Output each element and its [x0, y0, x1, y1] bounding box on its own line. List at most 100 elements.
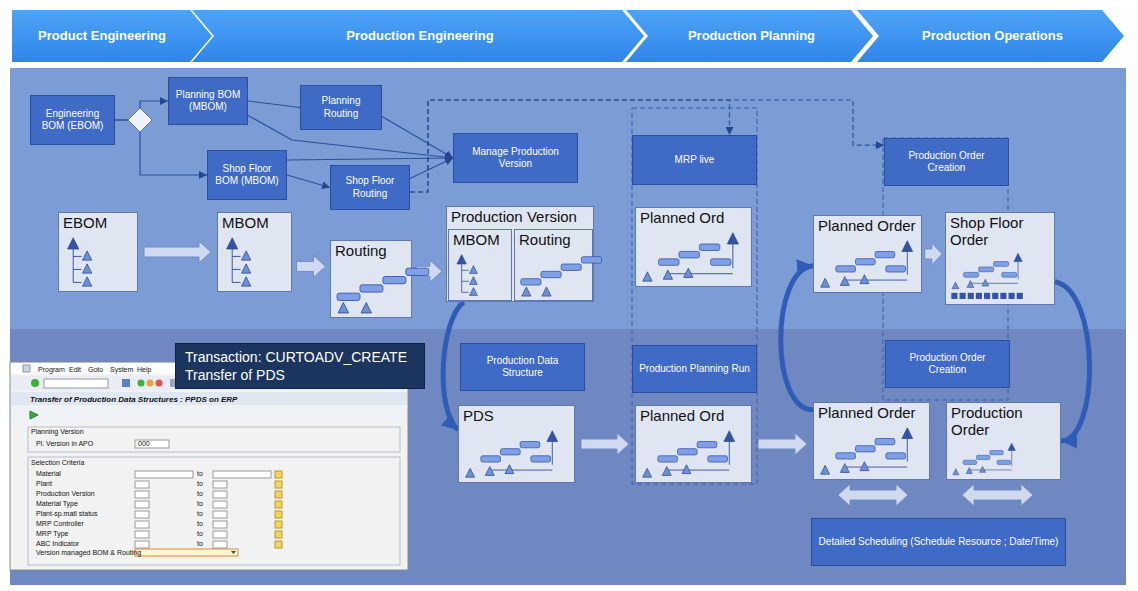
double-arrow [838, 484, 908, 506]
node-text: Detailed Scheduling (Schedule Resource ;… [819, 536, 1059, 549]
input-field [213, 471, 271, 478]
sap-screenshot [10, 362, 408, 570]
screen-label: to [197, 500, 203, 508]
node-text: Routing [519, 232, 588, 249]
structure-icon [519, 253, 603, 297]
object-box: MBOM [448, 229, 512, 301]
select-button [275, 481, 282, 488]
select-button [275, 531, 282, 538]
screen-label: ABC Indicator [36, 540, 79, 548]
node-text: Production Operations [922, 27, 1063, 45]
flow-arrow [758, 433, 807, 455]
select-button [275, 491, 282, 498]
structure-icon [463, 429, 563, 479]
process-box: Shop Floor BOM (MBOM) [207, 150, 287, 200]
flow-arrow [297, 255, 326, 277]
select-button [275, 541, 282, 548]
group-box [28, 427, 400, 452]
node-text: Planned Ord [640, 210, 747, 227]
screen-label: to [197, 510, 203, 518]
structure-icon [222, 236, 259, 288]
node-text: Product Engineering [38, 27, 166, 45]
phase-chevron: Production Planning [626, 10, 873, 62]
screen-label: to [197, 520, 203, 528]
screen-label: to [197, 540, 203, 548]
input-field [135, 501, 149, 508]
input-field [213, 531, 227, 538]
screen-label: Edit [69, 366, 81, 374]
node-text: Production Data Structure [465, 355, 580, 380]
object-box: Planned Order [813, 215, 922, 293]
node-text: Shop Floor Order [950, 215, 1050, 248]
node-text: MBOM [453, 232, 507, 249]
screen-label: Help [137, 366, 151, 374]
structure-icon [818, 239, 918, 289]
node-text: Production Version [451, 209, 589, 226]
object-box: PDS [458, 405, 575, 483]
input-field [213, 491, 227, 498]
phase-chevron: Product Engineering [12, 10, 212, 62]
node-text: MRP live [675, 154, 715, 167]
input-field [135, 541, 149, 548]
input-field [135, 471, 193, 478]
input-field [135, 491, 149, 498]
object-box: MBOM [217, 212, 292, 292]
node-text: Engineering BOM (EBOM) [35, 108, 110, 133]
ok-icon [31, 379, 39, 387]
process-box: Production Order Creation [885, 340, 1010, 388]
process-box: Production Data Structure [460, 343, 585, 391]
screen-label: Planning Version [31, 428, 84, 436]
structure-icon [950, 252, 1026, 301]
object-box: Planned Ord [635, 207, 752, 287]
node-text: Planning BOM (MBOM) [173, 89, 243, 114]
input-field [135, 511, 149, 518]
structure-icon [818, 426, 918, 476]
screen-label: Goto [88, 366, 103, 374]
process-box: Detailed Scheduling (Schedule Resource ;… [811, 518, 1066, 566]
object-box: Routing [330, 240, 412, 318]
screen-label: Pl. Version in APO [36, 440, 93, 448]
input-field [213, 481, 227, 488]
screen-label: Selection Criteria [31, 459, 84, 467]
process-box: Production Planning Run [632, 345, 757, 393]
screen-label: to [197, 470, 203, 478]
process-box: Shop Floor Routing [330, 165, 410, 210]
screen-label: Production Version [36, 490, 95, 498]
node-text: Production Order [951, 405, 1056, 438]
select-button [275, 471, 282, 478]
node-text: Transaction: CURTOADV_CREATE Transfer of… [185, 348, 415, 384]
node-text: EBOM [63, 215, 133, 232]
dropdown-caret [231, 551, 236, 554]
structure-icon [951, 442, 1019, 476]
screen-label: to [197, 530, 203, 538]
title-bar [11, 392, 407, 405]
screen-label: to [197, 480, 203, 488]
screen-label: Material Type [36, 500, 78, 508]
select-button [275, 521, 282, 528]
execute-icon [30, 411, 38, 419]
screen-label: to [197, 490, 203, 498]
double-arrow [962, 484, 1033, 506]
mrp-column [632, 108, 757, 484]
screen-label: Program [38, 366, 65, 374]
input-field [213, 501, 227, 508]
flow-arrow [781, 266, 813, 410]
flow-arrow [925, 243, 942, 265]
process-box: MRP live [632, 135, 757, 185]
save-icon [122, 379, 130, 387]
select-button [275, 501, 282, 508]
object-box: Planned Order [813, 402, 930, 480]
node-text: Production Engineering [346, 27, 493, 45]
tool-icon [138, 380, 145, 387]
process-box: Manage Production Version [453, 133, 578, 183]
screen-panel [10, 362, 408, 570]
screen-label: Transfer of Production Data Structures :… [30, 395, 237, 405]
node-text: Production Planning [688, 27, 815, 45]
structure-icon [335, 264, 431, 314]
phase-chevron: Production Engineering [192, 10, 644, 62]
tool-icon [156, 380, 163, 387]
object-box: Routing [514, 229, 593, 301]
input-field [213, 521, 227, 528]
screen-label: MRP Controller [36, 520, 84, 528]
